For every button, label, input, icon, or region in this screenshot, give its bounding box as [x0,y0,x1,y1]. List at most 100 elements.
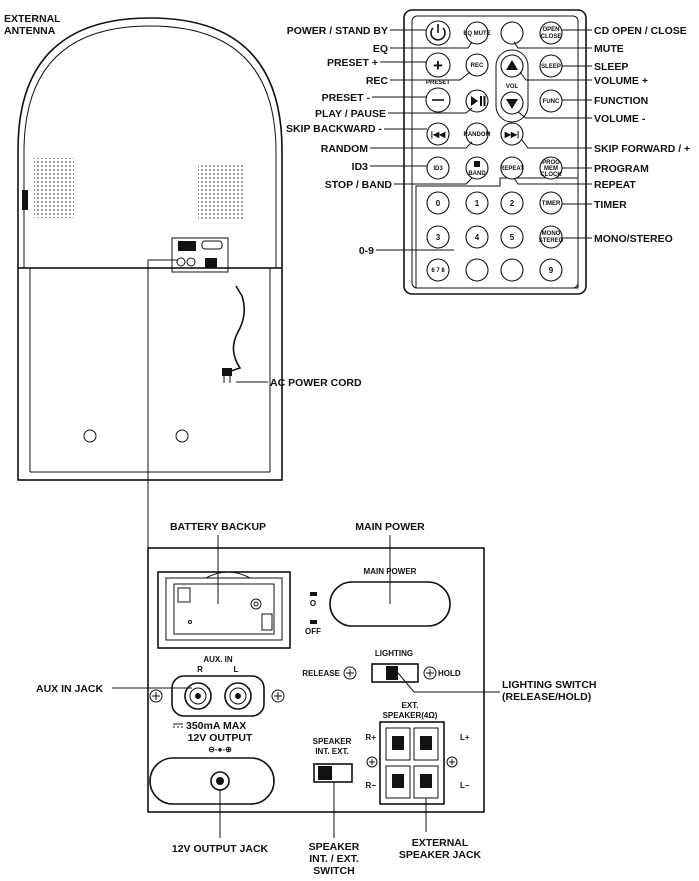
lighting-switch-leader [397,672,500,693]
skip-backward-label: SKIP BACKWARD - [286,123,383,135]
digit-1-text: 1 [475,199,480,208]
digit-0-text: 0 [436,199,441,208]
terminal-l-minus-clip [420,774,432,788]
digits-678-text: 6 7 8 [431,268,445,274]
rear-panel-detail: BATTERY BACKUP MAIN POWER MAIN POWER O O… [36,521,597,877]
lighting-screw-left-cross [346,669,354,677]
terminal-r-plus-clip [392,736,404,750]
preset-plus-label: PRESET + [327,57,378,69]
remote-control: EQ MUTE OPEN CLOSE + PRESET REC SLEEP VO… [286,9,690,295]
digit-4-button [465,225,489,249]
rec-leader [390,71,471,81]
open-close-button [539,21,563,45]
off-label: OFF [305,627,321,636]
digit-0-button [426,191,450,215]
battery-door-tab [205,571,251,579]
speaker-switch-label-3: SWITCH [313,865,354,876]
digits-label: 0-9 [359,245,374,257]
battery-pin [188,620,192,624]
volume-plus-label: VOLUME + [594,75,648,87]
triangle-down-icon [506,99,518,109]
battery-screw-center [253,601,259,607]
blank-key-1 [465,258,489,282]
right-speaker-grille [198,164,244,220]
sleep-label: SLEEP [594,61,628,73]
digit-4-text: 4 [475,233,480,242]
main-power-callout: MAIN POWER [355,521,425,533]
band-button-text: BAND [468,171,486,177]
rear-aux-jack-l [186,257,196,267]
release-marking: RELEASE [302,669,340,678]
aux-jack-l-pin [235,693,241,699]
volume-plus-leader [519,71,592,81]
battery-backup-label: BATTERY BACKUP [170,521,266,533]
ext-speaker-label-2: SPEAKER JACK [399,849,482,861]
ac-power-cord-label: AC POWER CORD [270,377,362,389]
pause-bar-1 [480,96,482,106]
left-speaker-grille [34,158,74,218]
rec-label: REC [366,75,389,87]
external-antenna-label-1: EXTERNAL [4,13,61,25]
digit-5-button [500,225,524,249]
plus-icon: + [433,56,443,75]
output-12v-jack-label: 12V OUTPUT JACK [172,843,269,855]
terminal-r-minus [385,765,411,799]
lighting-switch-label-2: (RELEASE/HOLD) [502,691,591,703]
lighting-screw-right-cross [426,669,434,677]
func-button-text: FUNC [543,99,560,105]
prog-text-2: MEM [544,166,558,172]
speaker-switch-label-2: INT. / EXT. [309,853,359,865]
current-rating: 350mA MAX [186,720,246,732]
aux-in-jack-label: AUX IN JACK [36,683,104,695]
rec-button [465,53,489,77]
preset-button-text: PRESET [426,80,450,86]
panel-screw-right [271,689,285,703]
play-pause-label: PLAY / PAUSE [315,108,386,120]
function-button [539,89,563,113]
id3-label: ID3 [352,161,369,173]
pause-bar-2 [483,96,486,106]
speaker-ohm-marking: SPEAKER(4Ω) [383,711,438,720]
speaker-switch-knob [318,766,332,780]
speaker-switch-body [313,763,353,783]
prog-text-1: PROG [542,160,560,166]
random-leader [370,141,473,149]
volume-minus-leader [517,111,592,119]
aux-jack-l-ring [224,682,252,710]
terminal-r-plus [385,727,411,761]
output-12v-pin [216,777,224,785]
play-icon [471,96,478,106]
terminal-screw-right-cross [449,759,455,765]
stop-band-leader [394,177,473,185]
output-12v-marking: 12V OUTPUT [188,732,253,744]
skip-backward-button [426,122,450,146]
digit-3-text: 3 [436,233,441,242]
volume-rocker [495,49,529,123]
l-plus-marking: L+ [460,733,470,742]
off-indicator-bar [310,620,317,624]
aux-jack-r-pin [195,693,201,699]
triangle-up-icon [506,60,518,70]
skip-forward-label: SKIP FORWARD / + [594,143,690,155]
jukebox-arch-inner [23,25,277,268]
rear-speaker-terminal [205,258,217,268]
repeat-label: REPEAT [594,179,636,191]
panel-screw-left [149,689,163,703]
aux-in-marking: AUX. IN [203,655,233,664]
ac-plug [222,368,232,376]
digit-5-text: 5 [510,233,515,242]
ext-marking: EXT. [402,701,419,710]
digit-9-text: 9 [549,266,554,275]
digit-2-text: 2 [510,199,515,208]
aux-jack-l-inner [229,687,247,705]
terminal-screw-right [446,756,458,768]
play-pause-leader [388,107,473,114]
rear-panel-frame [147,547,485,813]
mono-text: MONO [542,231,561,237]
ext-speaker-label-1: EXTERNAL [412,837,469,849]
panel-screw-right-cross [274,692,282,700]
main-power-switch [329,581,451,627]
terminal-screw-left-cross [369,759,375,765]
